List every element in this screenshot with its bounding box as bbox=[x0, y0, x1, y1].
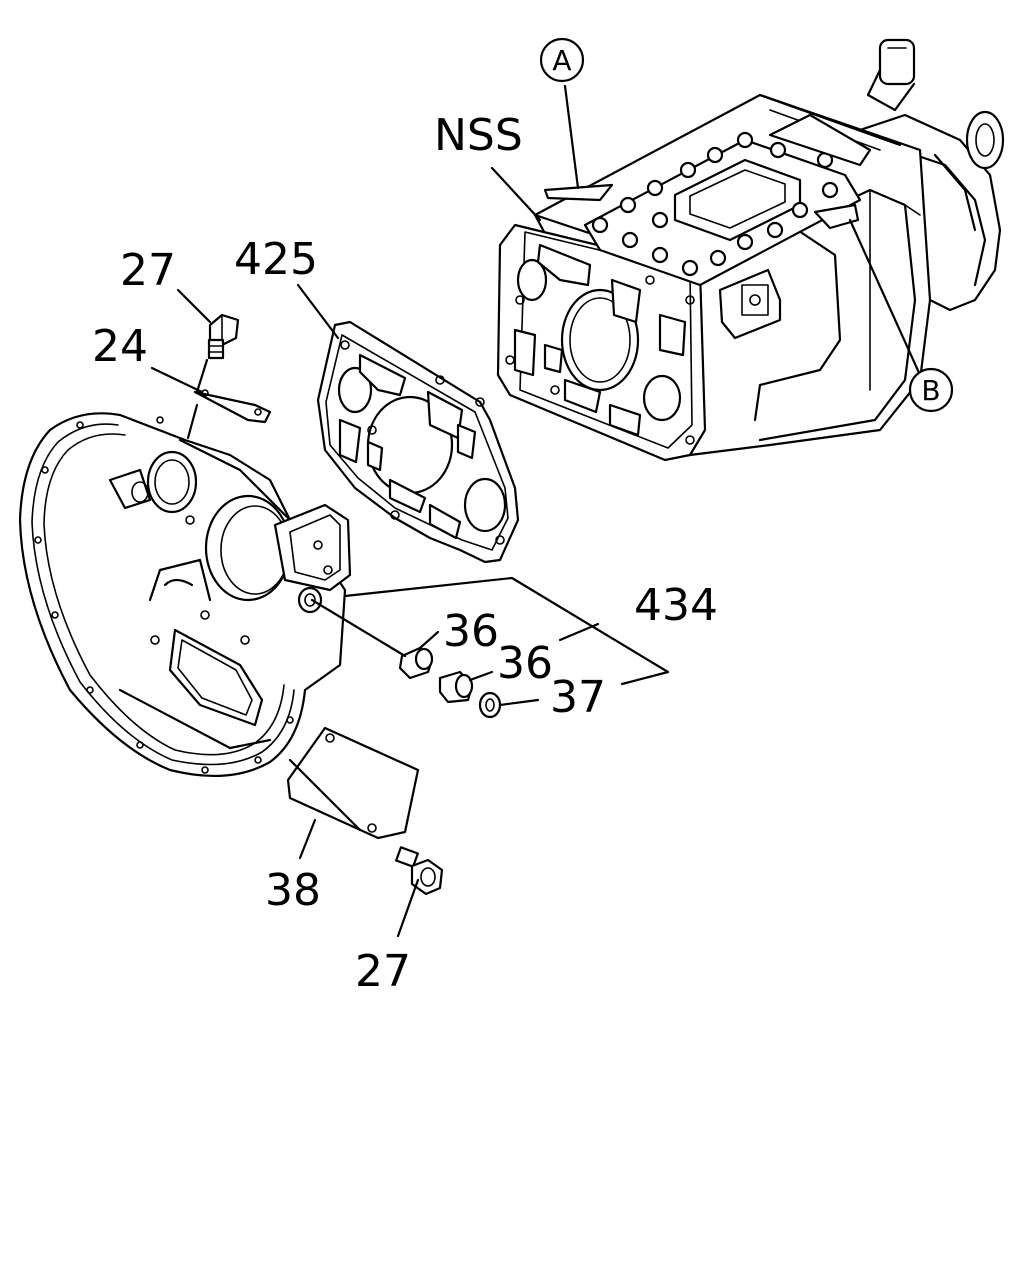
callout-a-letter: A bbox=[552, 44, 571, 77]
label-37: 37 bbox=[550, 672, 606, 723]
plate-24 bbox=[193, 389, 272, 424]
label-434: 434 bbox=[634, 580, 718, 631]
callout-b-letter: B bbox=[921, 374, 940, 407]
transmission-case bbox=[496, 38, 1005, 462]
label-27-bottom: 27 bbox=[355, 946, 411, 997]
label-27-top: 27 bbox=[120, 245, 176, 296]
label-36-a: 36 bbox=[443, 606, 499, 657]
label-nss: NSS bbox=[434, 110, 523, 161]
callout-a: A bbox=[539, 37, 585, 83]
plug-36-a bbox=[398, 646, 434, 680]
plug-36-b bbox=[438, 670, 474, 704]
clutch-housing bbox=[18, 412, 352, 777]
leader-lines bbox=[150, 84, 922, 938]
callout-b: B bbox=[908, 367, 954, 413]
label-36-b: 36 bbox=[497, 638, 553, 689]
washer-37 bbox=[478, 691, 502, 719]
label-38: 38 bbox=[265, 865, 321, 916]
bolt-27-bottom bbox=[395, 846, 444, 896]
bolt-27-top bbox=[207, 313, 240, 360]
cover-plate-38 bbox=[286, 726, 420, 840]
gasket-425 bbox=[316, 320, 520, 564]
label-24: 24 bbox=[92, 321, 148, 372]
label-425: 425 bbox=[234, 234, 318, 285]
